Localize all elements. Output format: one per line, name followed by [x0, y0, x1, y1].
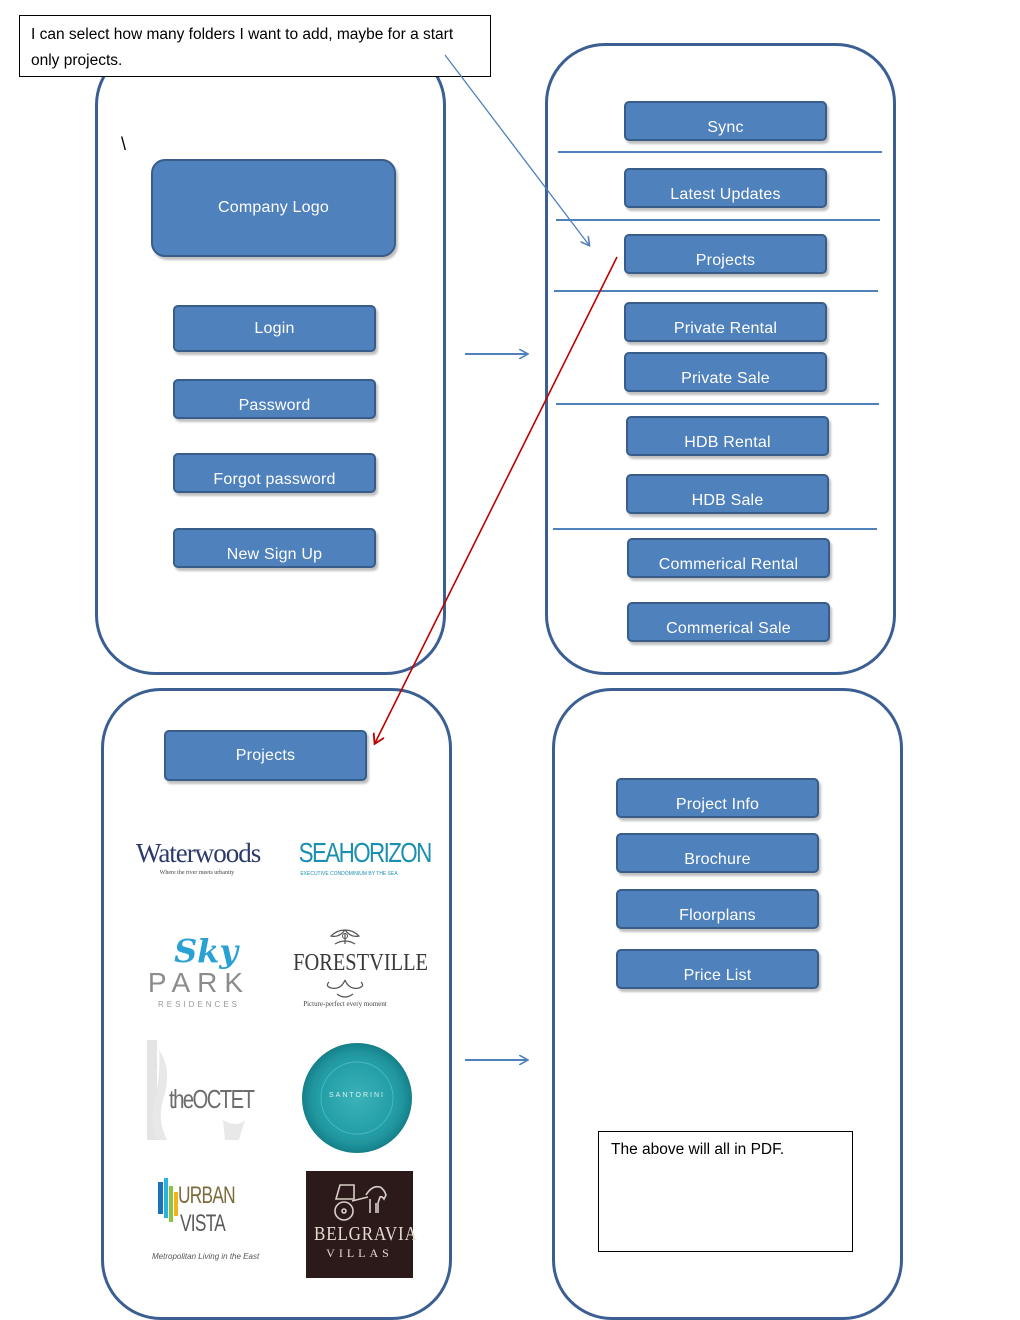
waterwoods-logo[interactable]: Waterwoods Where the river meets urbanit…	[136, 838, 261, 888]
urbanvista-line2: VISTA	[180, 1210, 226, 1237]
forestville-logo[interactable]: FORESTVILLE Picture-perfect every moment	[284, 928, 429, 1022]
menu-hdb-rental-button[interactable]: HDB Rental	[626, 416, 829, 456]
menu-latest-updates-button[interactable]: Latest Updates	[624, 168, 827, 208]
menu-commercial-rental-button[interactable]: Commerical Rental	[627, 538, 830, 578]
skypark-word: PARK	[147, 967, 251, 998]
santorini-name: SANTORINI	[329, 1092, 385, 1099]
belgravia-carriage-icon	[333, 1184, 387, 1221]
urbanvista-mark-icon	[158, 1178, 178, 1222]
forestville-ornament-bottom-icon	[326, 979, 364, 998]
urbanvista-tagline: Metropolitan Living in the East	[152, 1252, 260, 1261]
login-field[interactable]: Login	[173, 305, 376, 352]
seahorizon-logo[interactable]: SEAHORIZON EXECUTIVE CONDOMINIUM BY THE …	[286, 836, 433, 888]
stray-mark: \	[121, 134, 127, 154]
menu-divider	[556, 403, 879, 405]
menu-sync-button[interactable]: Sync	[624, 101, 827, 141]
login-screen-frame	[95, 45, 446, 675]
menu-hdb-sale-button[interactable]: HDB Sale	[626, 474, 829, 514]
octet-logo[interactable]: theOCTET	[145, 1040, 255, 1140]
menu-divider	[558, 151, 882, 153]
forgot-password-button[interactable]: Forgot password	[173, 453, 376, 493]
waterwoods-name: Waterwoods	[136, 838, 261, 868]
skypark-script: Sky	[174, 932, 238, 970]
menu-divider	[553, 528, 877, 530]
belgravia-line1: BELGRAVIA	[314, 1223, 418, 1245]
octet-name: theOCTET	[169, 1084, 255, 1114]
urbanvista-line1: URBAN	[178, 1182, 236, 1209]
menu-divider	[554, 290, 878, 292]
menu-private-sale-button[interactable]: Private Sale	[624, 352, 827, 392]
urbanvista-logo[interactable]: URBAN VISTA Metropolitan Living in the E…	[150, 1176, 260, 1268]
belgravia-line2: VILLAS	[326, 1246, 393, 1260]
waterwoods-tagline: Where the river meets urbanity	[159, 870, 235, 876]
seahorizon-name: SEAHORIZON	[298, 837, 433, 868]
password-field[interactable]: Password	[173, 379, 376, 419]
pdf-annotation-note: The above will all in PDF.	[598, 1131, 853, 1252]
company-logo-placeholder: Company Logo	[151, 159, 396, 257]
top-annotation-note: I can select how many folders I want to …	[19, 15, 491, 77]
new-sign-up-button[interactable]: New Sign Up	[173, 528, 376, 568]
forestville-name: FORESTVILLE	[293, 950, 429, 976]
brochure-button[interactable]: Brochure	[616, 833, 819, 873]
menu-private-rental-button[interactable]: Private Rental	[624, 302, 827, 342]
forestville-tagline: Picture-perfect every moment	[303, 1000, 387, 1008]
menu-divider	[556, 219, 880, 221]
santorini-logo[interactable]: SANTORINI	[301, 1042, 413, 1154]
seahorizon-tagline: EXECUTIVE CONDOMINIUM BY THE SEA	[300, 871, 398, 877]
menu-projects-button[interactable]: Projects	[624, 234, 827, 274]
projects-header-button[interactable]: Projects	[164, 730, 367, 781]
floorplans-button[interactable]: Floorplans	[616, 889, 819, 929]
belgravia-logo[interactable]: BELGRAVIA VILLAS	[306, 1171, 418, 1278]
skypark-logo[interactable]: Sky PARK RESIDENCES	[146, 934, 252, 1020]
forestville-ornament-top-icon	[329, 929, 361, 945]
skypark-sub: RESIDENCES	[157, 1000, 240, 1009]
octet-swoosh-icon	[147, 1040, 245, 1140]
price-list-button[interactable]: Price List	[616, 949, 819, 989]
santorini-badge-icon	[302, 1043, 412, 1153]
menu-commercial-sale-button[interactable]: Commerical Sale	[627, 602, 830, 642]
project-info-button[interactable]: Project Info	[616, 778, 819, 818]
